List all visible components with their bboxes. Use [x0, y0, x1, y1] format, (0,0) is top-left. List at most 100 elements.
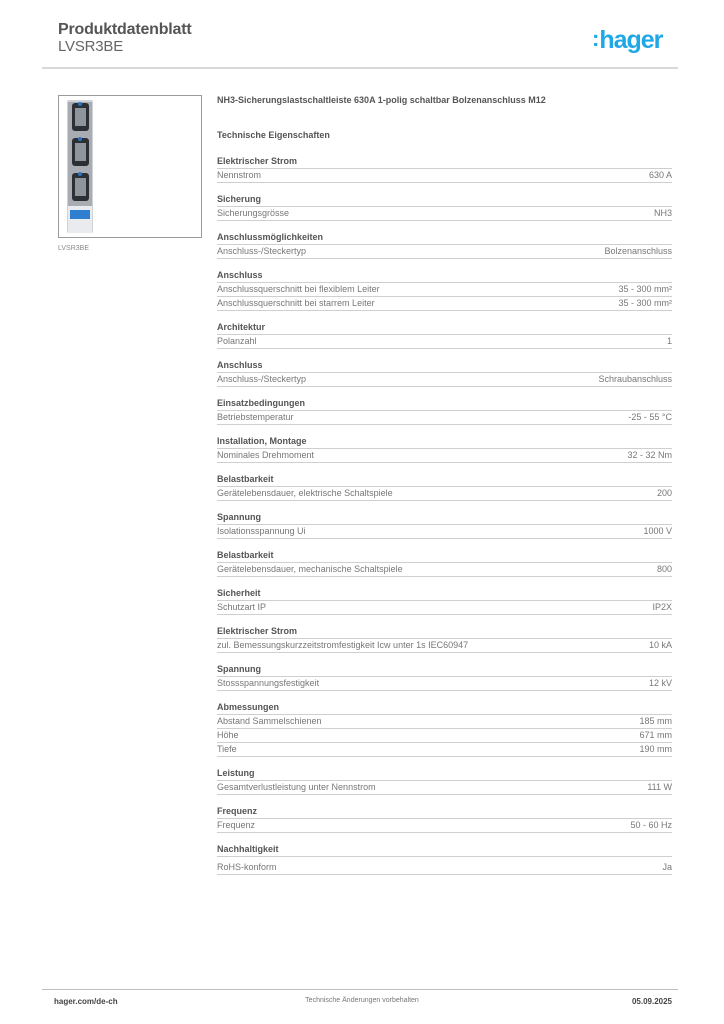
spec-row: Anschlussquerschnitt bei starrem Leiter 3…	[217, 297, 672, 311]
spec-label: Sicherungsgrösse	[217, 208, 290, 218]
spec-group: Spannung Stossspannungsfestigkeit 12 kV	[217, 663, 672, 691]
group-title: Frequenz	[217, 805, 672, 819]
group-title: Elektrischer Strom	[217, 155, 672, 169]
spec-label: Anschluss-/Steckertyp	[217, 246, 307, 256]
spec-label: Betriebstemperatur	[217, 412, 294, 422]
spec-value: 190 mm	[639, 744, 672, 754]
image-caption: LVSR3BE	[58, 245, 89, 252]
spec-group: Nachhaltigkeit RoHS-konform Ja	[217, 843, 672, 875]
footer-disclaimer: Technische Änderungen vorbehalten	[305, 997, 419, 1004]
spec-value: 200	[656, 488, 672, 498]
spec-value: 800	[656, 564, 672, 574]
group-title: Spannung	[217, 663, 672, 677]
spec-row: Gesamtverlustleistung unter Nennstrom 111…	[217, 781, 672, 795]
spec-row: Nominales Drehmoment 32 - 32 Nm	[217, 449, 672, 463]
spec-row: Anschlussquerschnitt bei flexiblem Leite…	[217, 283, 672, 297]
spec-label: Gerätelebensdauer, elektrische Schaltspi…	[217, 488, 393, 498]
spec-row: RoHS-konform Ja	[217, 861, 672, 875]
spec-group: Architektur Polanzahl 1	[217, 321, 672, 349]
spec-label: Höhe	[217, 730, 239, 740]
spec-label: Nominales Drehmoment	[217, 450, 315, 460]
spec-value: 10 kA	[648, 640, 672, 650]
product-image	[58, 95, 202, 238]
spec-group: Elektrischer Strom Nennstrom 630 A	[217, 155, 672, 183]
spec-group: Leistung Gesamtverlustleistung unter Nen…	[217, 767, 672, 795]
spec-row: Höhe 671 mm	[217, 729, 672, 743]
group-title: Architektur	[217, 321, 672, 335]
spec-row: Nennstrom 630 A	[217, 169, 672, 183]
product-title: NH3-Sicherungslastschaltleiste 630A 1-po…	[217, 95, 546, 105]
spec-value: 1	[666, 336, 672, 346]
spec-value: 32 - 32 Nm	[627, 450, 672, 460]
group-title: Elektrischer Strom	[217, 625, 672, 639]
spec-group: Sicherheit Schutzart IP IP2X	[217, 587, 672, 615]
spec-label: Isolationsspannung Ui	[217, 526, 306, 536]
spec-group: Anschluss Anschlussquerschnitt bei flexi…	[217, 269, 672, 311]
spec-value: 630 A	[648, 170, 672, 180]
spec-value: 185 mm	[639, 716, 672, 726]
page-title: Produktdatenblatt	[58, 21, 192, 38]
group-title: Belastbarkeit	[217, 473, 672, 487]
spec-row: Schutzart IP IP2X	[217, 601, 672, 615]
section-title: Technische Eigenschaften	[217, 130, 330, 140]
spec-value: 50 - 60 Hz	[630, 820, 672, 830]
spec-value: 35 - 300 mm²	[618, 284, 672, 294]
spec-group: Abmessungen Abstand Sammelschienen 185 mm…	[217, 701, 672, 757]
group-title: Abmessungen	[217, 701, 672, 715]
spec-row: Gerätelebensdauer, elektrische Schaltspi…	[217, 487, 672, 501]
footer-divider	[42, 989, 678, 990]
group-title: Sicherheit	[217, 587, 672, 601]
hager-logo: :hager	[592, 26, 663, 55]
spec-label: Frequenz	[217, 820, 256, 830]
spec-group: Elektrischer Strom zul. Bemessungskurzze…	[217, 625, 672, 653]
group-title: Installation, Montage	[217, 435, 672, 449]
spec-label: zul. Bemessungskurzzeitstromfestigkeit I…	[217, 640, 469, 650]
spec-label: Anschlussquerschnitt bei starrem Leiter	[217, 298, 375, 308]
header-divider	[42, 67, 678, 69]
spec-group: Belastbarkeit Gerätelebensdauer, elektri…	[217, 473, 672, 501]
footer-website-link[interactable]: hager.com/de-ch	[54, 997, 118, 1006]
spec-group: Installation, Montage Nominales Drehmome…	[217, 435, 672, 463]
spec-row: Betriebstemperatur-25 - 55 °C	[217, 411, 672, 425]
group-title: Anschlussmöglichkeiten	[217, 231, 672, 245]
spec-row: Abstand Sammelschienen 185 mm	[217, 715, 672, 729]
spec-value: Ja	[662, 862, 672, 872]
spec-content: NH3-Sicherungslastschaltleiste 630A 1-po…	[217, 94, 672, 885]
spec-label: Anschlussquerschnitt bei flexiblem Leite…	[217, 284, 380, 294]
spec-label: Gesamtverlustleistung unter Nennstrom	[217, 782, 376, 792]
spec-row: zul. Bemessungskurzzeitstromfestigkeit I…	[217, 639, 672, 653]
spec-row: Isolationsspannung Ui 1000 V	[217, 525, 672, 539]
spec-label: Stossspannungsfestigkeit	[217, 678, 320, 688]
spec-label: Abstand Sammelschienen	[217, 716, 322, 726]
spec-group: Anschlussmöglichkeiten Anschluss-/Stecke…	[217, 231, 672, 259]
spec-label: RoHS-konform	[217, 862, 277, 872]
spec-label: Anschluss-/Steckertyp	[217, 374, 307, 384]
group-title: Belastbarkeit	[217, 549, 672, 563]
spec-row: Stossspannungsfestigkeit 12 kV	[217, 677, 672, 691]
footer-date: 05.09.2025	[631, 997, 672, 1006]
group-title: Anschluss	[217, 269, 672, 283]
group-title: Leistung	[217, 767, 672, 781]
group-title: Nachhaltigkeit	[217, 843, 672, 857]
spec-label: Schutzart IP	[217, 602, 267, 612]
fuse-switch-icon	[67, 100, 93, 233]
logo-colon-icon: :	[592, 26, 599, 51]
spec-row: Frequenz 50 - 60 Hz	[217, 819, 672, 833]
spec-group: Einsatzbedingungen Betriebstemperatur-25…	[217, 397, 672, 425]
spec-value: 12 kV	[648, 678, 672, 688]
spec-value: 1000 V	[643, 526, 672, 536]
spec-value: IP2X	[652, 602, 672, 612]
spec-value: 111 W	[647, 782, 672, 792]
spec-value: 671 mm	[639, 730, 672, 740]
spec-label: Nennstrom	[217, 170, 262, 180]
group-title: Anschluss	[217, 359, 672, 373]
spec-label: Polanzahl	[217, 336, 257, 346]
spec-value: 35 - 300 mm²	[618, 298, 672, 308]
